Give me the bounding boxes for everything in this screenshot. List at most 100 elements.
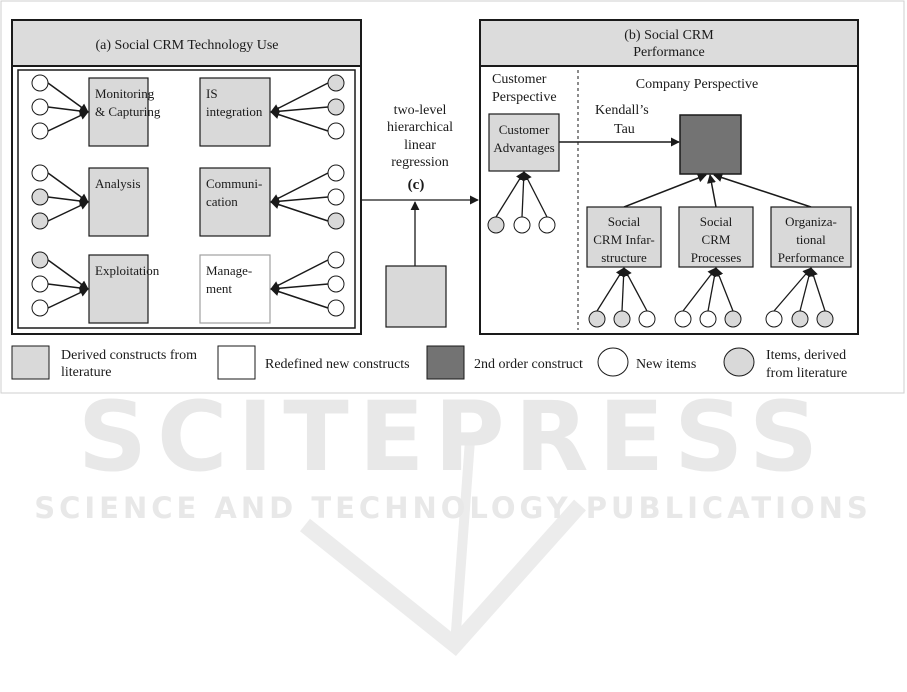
derived-item <box>613 310 631 328</box>
legend-new-items-label: New items <box>636 357 696 372</box>
company-perspective-label: Company Perspective <box>636 77 758 92</box>
item-arrow <box>270 283 329 293</box>
panel-b-box <box>479 19 859 335</box>
panel-b-title-line2: Performance <box>633 45 705 60</box>
construct-exploitation-label: Exploitation <box>95 263 160 278</box>
item-arrow <box>270 110 329 132</box>
figure-frame <box>0 0 905 394</box>
new-item <box>513 216 531 234</box>
derived-item <box>588 310 606 328</box>
kendall-line2: Tau <box>614 122 635 137</box>
item-arrow <box>270 106 329 116</box>
new-item <box>538 216 556 234</box>
new-item <box>31 299 49 317</box>
item-arrow <box>47 283 89 293</box>
construct-manage-ment: Manage-ment <box>199 251 345 324</box>
new-item <box>31 275 49 293</box>
derived-item <box>327 98 345 116</box>
item-arrow <box>523 171 548 218</box>
construct-monitoring-capturing-box <box>88 77 149 147</box>
item-arrow <box>47 288 89 309</box>
construct-manage-ment-box <box>199 254 271 324</box>
regression-line1: two-level <box>394 103 447 118</box>
legend-derived-swatch <box>11 345 50 380</box>
item-arrow <box>270 287 329 309</box>
legend: Derived constructs from literature Redef… <box>11 345 847 381</box>
item-arrow <box>47 106 89 116</box>
item-arrow <box>707 267 719 312</box>
construct-organiza-tional-performance-label: tional <box>796 232 826 247</box>
kendall-line1: Kendall’s <box>595 103 649 118</box>
legend-new-item-swatch <box>597 347 629 377</box>
panel-a-header <box>11 19 362 67</box>
control-construct-box <box>385 265 447 328</box>
watermark: SCITEPRESS SCIENCE AND TECHNOLOGY PUBLIC… <box>34 381 872 656</box>
derived-item <box>31 188 49 206</box>
new-item <box>31 98 49 116</box>
second-order-construct <box>679 114 742 175</box>
item-arrow <box>47 196 89 206</box>
legend-derived-line2: literature <box>61 365 112 380</box>
construct-arrow <box>707 174 717 208</box>
customer-perspective-line2: Perspective <box>492 90 557 105</box>
construct-social-crm-infar-structure-box <box>586 206 662 268</box>
item-arrow <box>47 201 89 222</box>
new-item <box>699 310 717 328</box>
construct-social-crm-infar-structure-label: structure <box>601 250 647 265</box>
construct-monitoring-capturing: Monitoring& Capturing <box>31 74 161 147</box>
watermark-logo <box>300 499 586 656</box>
construct-communi-cation-label: Communi- <box>206 176 262 191</box>
legend-second-order-label: 2nd order construct <box>474 357 583 372</box>
construct-communi-cation-box <box>199 167 271 237</box>
panel-b-header <box>479 19 859 67</box>
construct-organiza-tional-performance-label: Performance <box>778 250 845 265</box>
construct-organiza-tional-performance-box <box>770 206 852 268</box>
construct-exploitation: Exploitation <box>31 251 160 324</box>
construct-is-integration-label: IS <box>206 86 218 101</box>
panel-b: (b) Social CRM Performance Customer Pers… <box>479 19 859 335</box>
item-arrow <box>270 172 329 203</box>
legend-derived-item-swatch <box>723 347 755 377</box>
construct-arrow <box>713 173 812 208</box>
watermark-title: SCITEPRESS <box>78 381 828 493</box>
new-item <box>327 275 345 293</box>
construct-monitoring-capturing-label: & Capturing <box>95 104 161 119</box>
construct-social-crm-processes-box <box>678 206 754 268</box>
new-item <box>638 310 656 328</box>
construct-social-crm-infar-structure-label: Social <box>608 214 641 229</box>
derived-item <box>31 251 49 269</box>
construct-manage-ment-label: ment <box>206 281 232 296</box>
construct-communi-cation: Communi-cation <box>199 164 345 237</box>
derived-item <box>31 212 49 230</box>
new-item <box>31 74 49 92</box>
new-item <box>327 164 345 182</box>
regression-link: two-level hierarchical linear regression… <box>361 103 479 328</box>
legend-second-order-swatch <box>426 345 465 380</box>
customer-perspective-line1: Customer <box>492 72 547 87</box>
construct-exploitation-box <box>88 254 149 324</box>
new-item <box>327 251 345 269</box>
legend-derived-items-line2: from literature <box>766 366 847 381</box>
new-item <box>674 310 692 328</box>
derived-item <box>327 212 345 230</box>
watermark-subtitle: SCIENCE AND TECHNOLOGY PUBLICATIONS <box>34 491 872 525</box>
construct-is-integration-label: integration <box>206 104 263 119</box>
new-item <box>31 164 49 182</box>
construct-arrow <box>623 173 707 208</box>
construct-analysis-box <box>88 167 149 237</box>
new-item <box>327 122 345 140</box>
panel-a-box <box>11 19 362 335</box>
construct-analysis-label: Analysis <box>95 176 141 191</box>
derived-item <box>791 310 809 328</box>
panel-a-title: (a) Social CRM Technology Use <box>95 38 278 53</box>
item-arrow <box>623 267 648 312</box>
construct-analysis: Analysis <box>31 164 149 237</box>
item-arrow <box>809 267 826 312</box>
item-arrow <box>47 111 89 132</box>
legend-redefined-label: Redefined new constructs <box>265 357 410 372</box>
construct-social-crm-processes-label: CRM <box>702 232 731 247</box>
